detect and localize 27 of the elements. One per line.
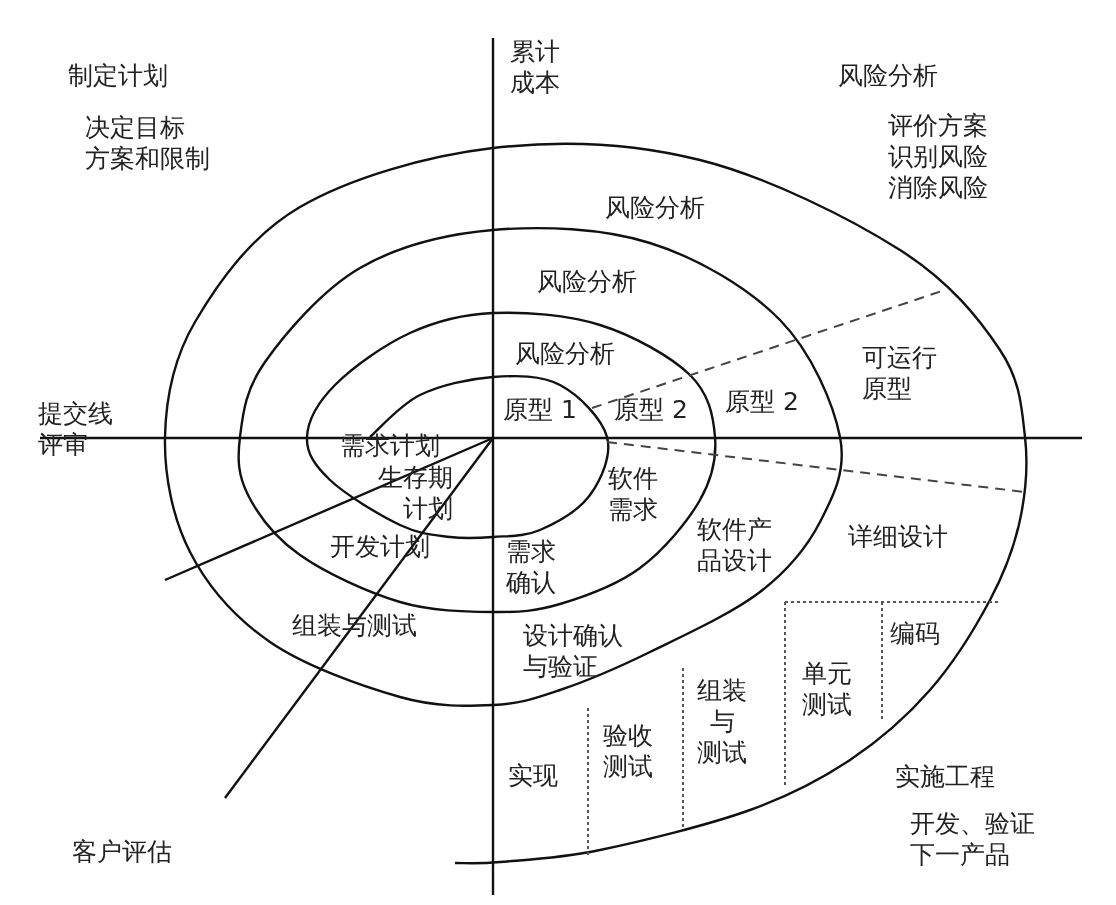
stage-label: 提交线评审 — [38, 398, 113, 460]
stage-label: 可运行原型 — [862, 342, 937, 404]
stage-label: 原型 1 — [503, 394, 577, 425]
stage-label: 评价方案识别风险消除风险 — [888, 110, 988, 203]
stage-label: 原型 2 — [725, 386, 799, 417]
stage-label: 制定计划 — [68, 60, 168, 91]
stage-label: 软件需求 — [608, 463, 658, 525]
stage-label: 决定目标方案和限制 — [85, 112, 210, 174]
stage-label: 软件产品设计 — [697, 514, 772, 576]
stage-label: 验收测试 — [603, 720, 653, 782]
stage-label: 详细设计 — [848, 521, 948, 552]
stage-label: 客户评估 — [72, 836, 172, 867]
stage-label: 原型 2 — [614, 394, 688, 425]
stage-label: 实施工程 — [895, 761, 995, 792]
stage-label: 开发、验证下一产品 — [910, 808, 1035, 870]
stage-label: 单元测试 — [802, 658, 852, 720]
stage-label: 风险分析 — [515, 338, 615, 369]
stage-label: 风险分析 — [838, 60, 938, 91]
stage-label: 累计成本 — [510, 36, 560, 98]
stage-label: 实现 — [508, 760, 558, 791]
stage-label: 风险分析 — [537, 266, 637, 297]
stage-label: 组装与测试 — [697, 675, 747, 768]
stage-label: 需求确认 — [506, 536, 556, 598]
stage-label: 设计确认与验证 — [523, 620, 623, 682]
stage-label: 风险分析 — [605, 192, 705, 223]
stage-label: 需求计划 — [340, 430, 440, 461]
stage-label: 编码 — [890, 618, 940, 649]
